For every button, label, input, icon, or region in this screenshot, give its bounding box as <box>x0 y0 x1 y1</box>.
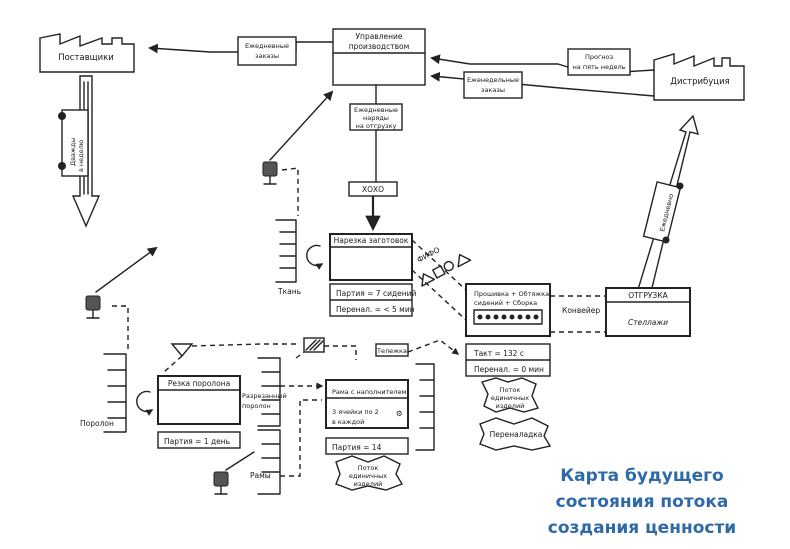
svg-text:в каждой: в каждой <box>332 418 364 426</box>
svg-text:Разрезанный: Разрезанный <box>242 392 287 400</box>
svg-text:Резка поролона: Резка поролона <box>168 379 230 388</box>
suppliers-factory: Поставщики <box>39 33 135 73</box>
fabric-withdrawal-dashed <box>281 167 299 216</box>
cutting-cycle-icon <box>306 244 324 270</box>
production-kanban-icon <box>170 343 194 358</box>
svg-text:сидений + Сборка: сидений + Сборка <box>474 299 537 307</box>
foam-data-box: Партия = 1 день <box>157 431 241 449</box>
svg-text:единичных: единичных <box>491 394 529 402</box>
svg-text:ХОХО: ХОХО <box>362 185 384 194</box>
svg-text:Поток: Поток <box>500 386 521 394</box>
svg-text:поролон: поролон <box>242 402 271 410</box>
cutting-process-box: Нарезка заготовок <box>329 233 413 281</box>
svg-text:Рамы: Рамы <box>250 471 271 480</box>
cart-label-box: Тележка <box>375 343 409 357</box>
svg-text:Тележка: Тележка <box>376 347 407 355</box>
production-control-line1: Управление <box>355 32 402 41</box>
svg-text:на пять недель: на пять недель <box>573 63 626 71</box>
weekly-orders-box: Еженедельные заказы <box>463 71 523 99</box>
svg-text:Поролон: Поролон <box>80 419 114 428</box>
cutting-data-box: Партия = 7 сидений Перенал. = < 5 мин <box>329 283 417 317</box>
supplier-shipment-arrow: Дважды в неделю <box>58 75 101 228</box>
svg-text:Переналадка: Переналадка <box>490 430 543 439</box>
foam-signal-arrow <box>95 246 158 293</box>
fabric-supermarket: Ткань <box>275 219 301 296</box>
svg-text:Еженедельные: Еженедельные <box>467 76 519 84</box>
caption-line2: состояния потока <box>555 492 729 512</box>
foam-supermarket: Поролон <box>80 353 127 433</box>
svg-text:единичных: единичных <box>349 472 387 480</box>
svg-text:заказы: заказы <box>481 86 505 94</box>
svg-text:Стеллажи: Стеллажи <box>628 318 668 327</box>
svg-text:Ткань: Ткань <box>277 287 301 296</box>
conveyor-label: Конвейер <box>562 306 600 315</box>
caption-line1: Карта будущего <box>560 466 724 486</box>
cut-foam-supermarket: Разрезанный поролон <box>242 357 287 427</box>
kaizen-burst-changeover: Переналадка <box>479 417 552 451</box>
svg-text:Партия = 7 сидений: Партия = 7 сидений <box>336 289 417 298</box>
svg-text:ОТГРУЗКА: ОТГРУЗКА <box>628 291 668 300</box>
xoxo-box: ХОХО <box>348 181 398 197</box>
svg-text:ФИФО: ФИФО <box>415 245 441 264</box>
svg-text:на отгрузку: на отгрузку <box>356 122 397 130</box>
svg-text:Перенал. = < 5 мин: Перенал. = < 5 мин <box>336 305 415 314</box>
frames-supermarket: Рамы <box>250 429 281 495</box>
distribution-shipment-arrow: Ежедневно <box>635 114 699 297</box>
kaizen-burst-sewing-flow: Поток единичных изделий <box>480 377 540 413</box>
svg-text:Такт = 132 с: Такт = 132 с <box>473 349 524 358</box>
svg-text:изделий: изделий <box>496 402 525 410</box>
svg-text:Прогноз: Прогноз <box>585 53 614 61</box>
svg-text:Ежедневные: Ежедневные <box>354 106 398 114</box>
svg-text:Нарезка заготовок: Нарезка заготовок <box>334 236 409 245</box>
sewing-process-box: Прошивка + Обтяжка сидений + Сборка <box>465 283 551 337</box>
svg-text:наряды: наряды <box>363 114 389 122</box>
svg-text:в неделю: в неделю <box>77 139 85 172</box>
fabric-signal-arrow <box>269 90 334 161</box>
svg-text:Рама с наполнителем: Рама с наполнителем <box>332 388 407 396</box>
production-control-box: Управление производством <box>332 28 426 86</box>
sewing-data-box: Такт = 132 с Перенал. = 0 мин <box>465 343 551 377</box>
frames-kanban-post-icon <box>213 471 229 495</box>
forecast-box: Прогноз на пять недель <box>567 48 631 76</box>
foam-cycle-icon <box>136 390 154 416</box>
svg-text:3 ячейки по 2: 3 ячейки по 2 <box>332 408 379 416</box>
svg-text:Дважды: Дважды <box>69 138 77 166</box>
daily-shipping-orders-box: Ежедневные наряды на отгрузку <box>349 103 403 131</box>
svg-text:Партия = 14: Партия = 14 <box>332 443 382 452</box>
frame-data-box: Партия = 14 <box>325 437 409 455</box>
assembly-supermarket <box>415 363 435 451</box>
suppliers-label: Поставщики <box>58 53 114 63</box>
foam-withdrawal-dashed <box>112 305 129 350</box>
foam-kanban-post-icon <box>85 295 101 319</box>
svg-text:Ежедневные: Ежедневные <box>245 42 289 50</box>
fifo-lane-top <box>411 239 467 291</box>
kanban-card-icon <box>303 337 325 353</box>
svg-text:изделий: изделий <box>354 480 383 488</box>
caption: Карта будущего состояния потока создания… <box>497 463 787 541</box>
production-control-line2: производством <box>349 42 409 51</box>
svg-text:заказы: заказы <box>255 52 279 60</box>
shipping-box: ОТГРУЗКА Стеллажи <box>605 287 691 337</box>
caption-line3: создания ценности <box>547 518 737 538</box>
svg-text:Перенал. = 0 мин: Перенал. = 0 мин <box>474 365 544 374</box>
foam-cutting-process-box: Резка поролона <box>157 375 241 425</box>
daily-orders-box: Ежедневные заказы <box>237 36 297 66</box>
frame-process-box: Рама с наполнителем 3 ячейки по 2 в кажд… <box>325 379 409 429</box>
svg-text:Поток: Поток <box>358 464 379 472</box>
fifo-icons: ФИФО <box>415 245 472 287</box>
fabric-kanban-post-icon <box>262 161 278 185</box>
svg-text:Прошивка + Обтяжка: Прошивка + Обтяжка <box>474 290 549 298</box>
distribution-label: Дистрибуция <box>670 77 729 87</box>
kaizen-burst-frame-flow: Поток единичных изделий <box>335 455 404 491</box>
distribution-factory: Дистрибуция <box>653 53 745 101</box>
svg-text:Партия = 1 день: Партия = 1 день <box>164 437 230 446</box>
cell-icon: ⚙ <box>396 409 403 418</box>
foam-kanban-line <box>191 343 300 347</box>
fifo-lane-bottom <box>411 269 467 321</box>
